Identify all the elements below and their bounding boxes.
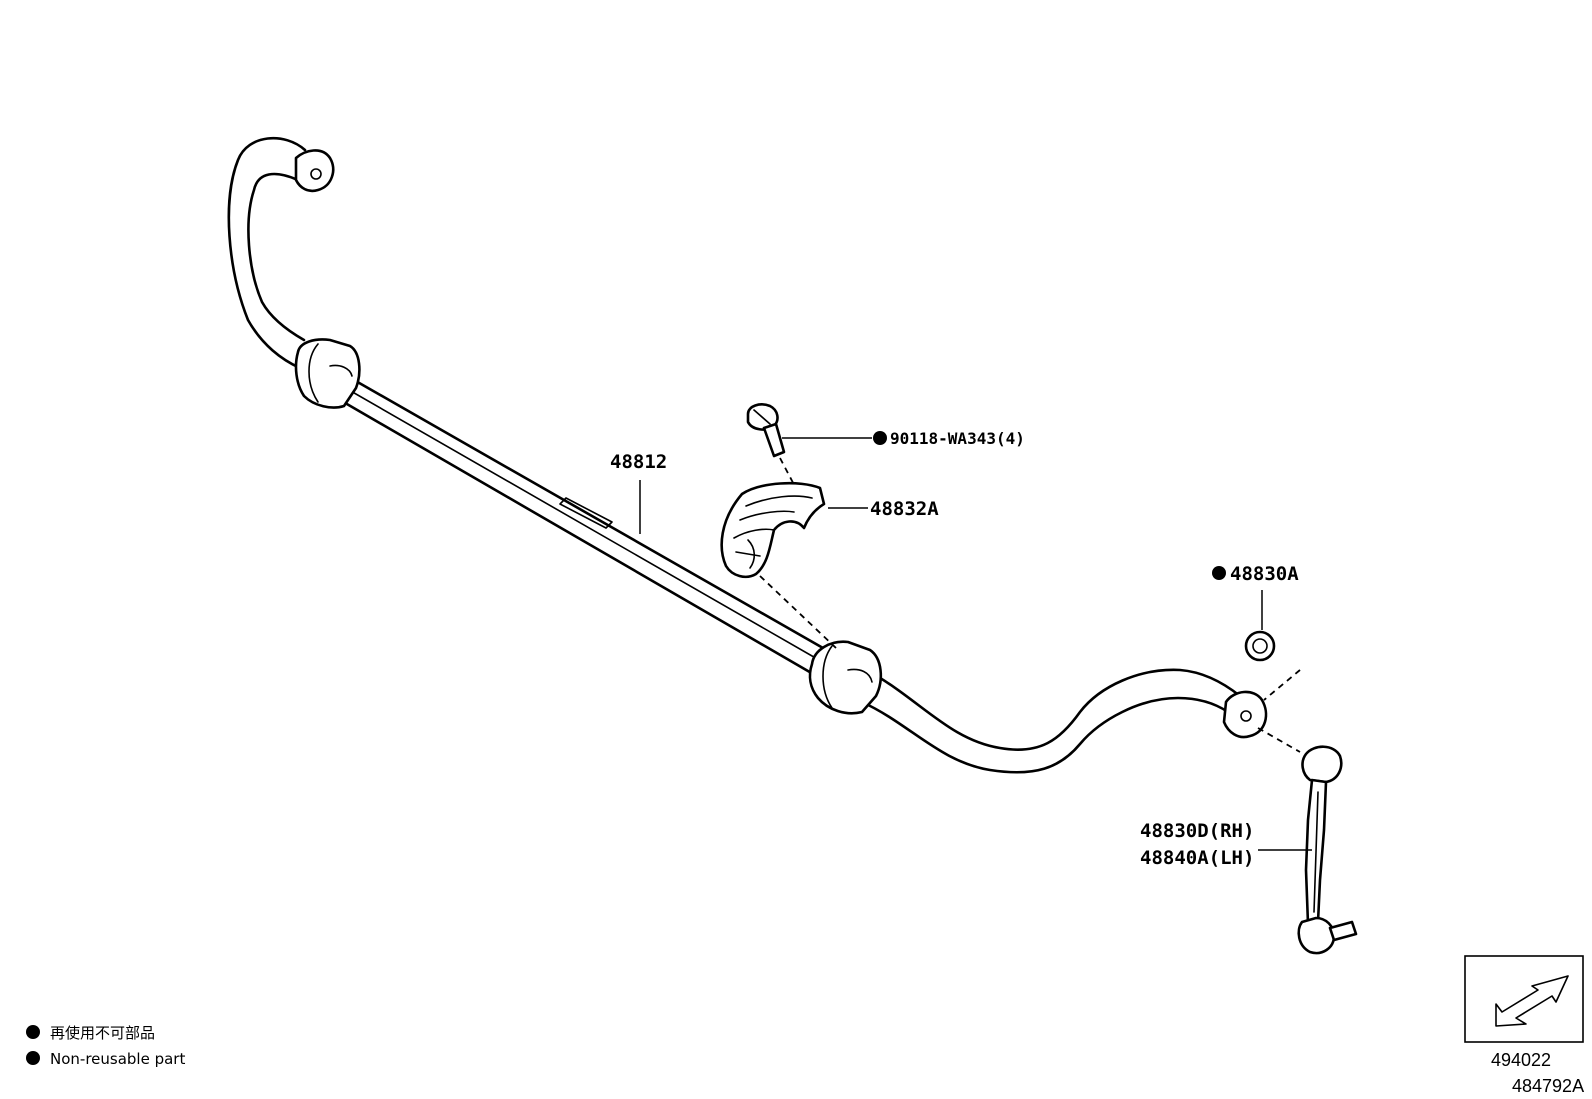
non-reusable-dot-bolt	[873, 431, 887, 445]
non-reusable-dot-nut	[1212, 566, 1226, 580]
nut-label: 48830A	[1230, 563, 1299, 585]
view-code: 494022	[1491, 1050, 1551, 1070]
legend-en: Non-reusable part	[50, 1050, 185, 1068]
legend-dot-jp	[26, 1025, 40, 1039]
bolt-label: 90118-WA343(4)	[890, 429, 1025, 448]
legend-jp: 再使用不可部品	[50, 1024, 155, 1042]
nut[interactable]	[1244, 630, 1276, 662]
view-direction-box	[1464, 955, 1584, 1043]
right-bushing[interactable]	[808, 640, 883, 715]
left-bushing[interactable]	[294, 338, 361, 409]
stabilizer-bar-label: 48812	[610, 451, 667, 473]
stabilizer-link[interactable]	[1297, 745, 1358, 955]
stabilizer-bar[interactable]	[227, 136, 1268, 774]
illustration-code: 484792A	[1512, 1076, 1584, 1096]
link-lh-label: 48840A(LH)	[1140, 847, 1254, 869]
bolt[interactable]	[746, 403, 786, 458]
legend-dot-en	[26, 1051, 40, 1065]
view-arrow-icon	[1495, 975, 1569, 1027]
bracket[interactable]	[720, 481, 826, 579]
link-rh-label: 48830D(RH)	[1140, 820, 1254, 842]
bracket-label: 48832A	[870, 498, 939, 520]
